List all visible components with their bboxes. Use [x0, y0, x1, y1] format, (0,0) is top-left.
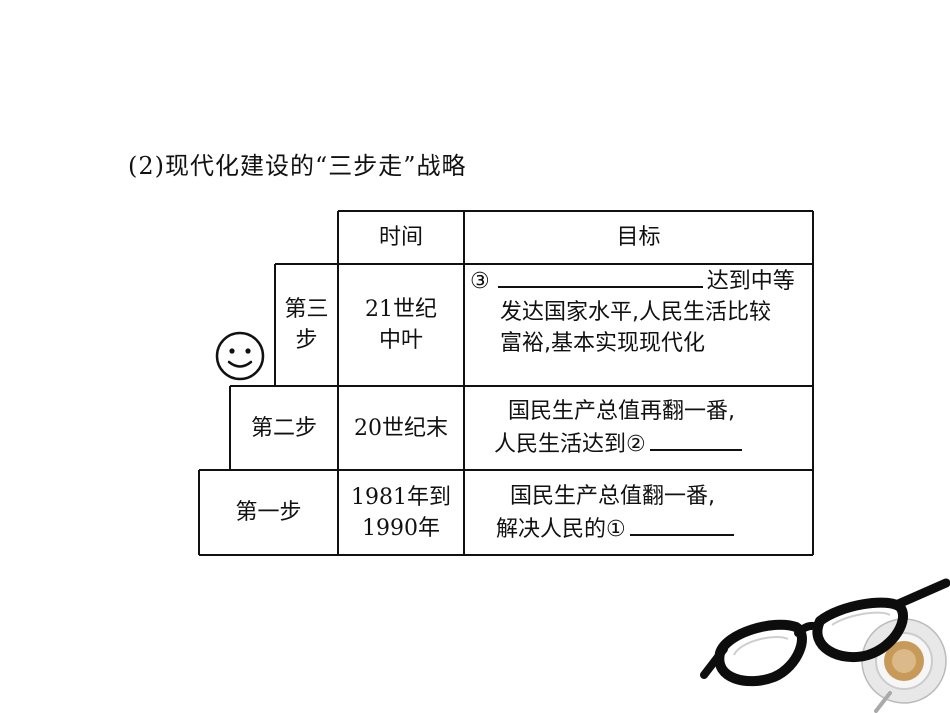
step-three-goal-line3: 富裕,基本实现现代化	[500, 331, 705, 356]
step-one-answer-blank[interactable]	[629, 512, 734, 536]
step-two-time-text: 20世纪末	[354, 415, 448, 441]
step-two-answer-blank[interactable]	[649, 427, 742, 451]
step-two-time: 20世纪末	[338, 386, 464, 470]
step-three-goal-line2: 发达国家水平,人民生活比较	[500, 300, 771, 325]
slide-title: (2)现代化建设的“三步走”战略	[128, 152, 467, 180]
step-one-label-text: 第一步	[235, 500, 302, 525]
eyeglasses-icon	[700, 578, 950, 713]
header-time-label: 时间	[378, 225, 423, 250]
step-three-label: 第三 步	[275, 264, 338, 386]
coffee-cup-icon	[861, 618, 947, 713]
header-goal: 目标	[464, 211, 813, 264]
step-three-answer-blank[interactable]	[497, 264, 703, 288]
step-three-goal-line1-suffix: 达到中等	[706, 269, 795, 294]
step-two-goal-line1: 国民生产总值再翻一番,	[508, 399, 735, 424]
step-one-goal-line1: 国民生产总值翻一番,	[510, 483, 715, 509]
step-three-time-line2: 中叶	[378, 328, 423, 353]
step-two-label-text: 第二步	[250, 415, 317, 441]
step-three-time: 21世纪 中叶	[338, 264, 464, 386]
header-goal-label: 目标	[616, 225, 661, 250]
step-two-label: 第二步	[230, 386, 338, 470]
step-one-goal: 国民生产总值翻一番, 解决人民的①	[464, 470, 813, 555]
step-three-line2: 步	[295, 328, 318, 353]
step-one-goal-marker: ①	[606, 516, 626, 542]
step-three-goal-marker: ③	[470, 269, 490, 294]
step-one-time-line2: 1990年	[362, 515, 440, 541]
step-two-goal: 国民生产总值再翻一番, 人民生活达到②	[464, 386, 813, 470]
step-three-line1: 第三	[284, 297, 329, 322]
smiley-face-icon	[215, 331, 265, 381]
step-three-goal: ③ 达到中等 发达国家水平,人民生活比较 富裕,基本实现现代化	[464, 264, 813, 386]
step-one-goal-line2-prefix: 解决人民的	[496, 516, 607, 542]
step-two-goal-marker: ②	[626, 432, 646, 457]
header-time: 时间	[338, 211, 464, 264]
step-three-time-line1: 21世纪	[365, 297, 437, 322]
step-one-time: 1981年到 1990年	[338, 470, 464, 555]
step-one-label: 第一步	[199, 470, 338, 555]
step-one-time-line1: 1981年到	[351, 484, 451, 510]
step-two-goal-line2-prefix: 人民生活达到	[494, 432, 627, 457]
